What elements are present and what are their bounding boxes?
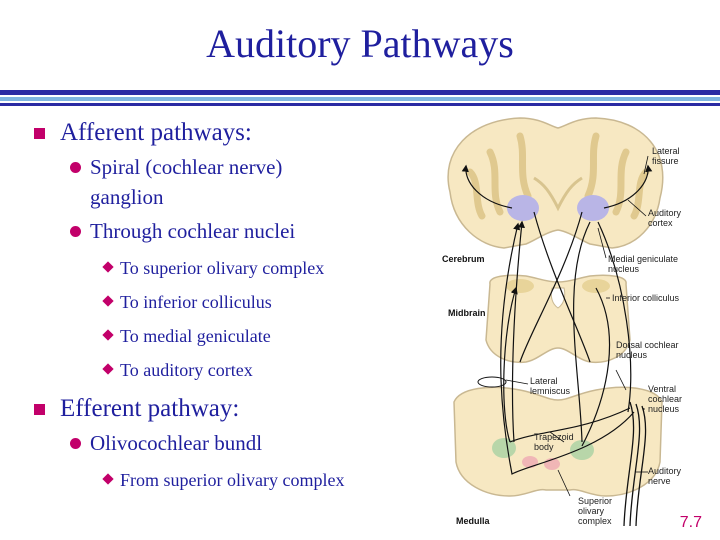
bullet-from-olivary: From superior olivary complex [34, 468, 434, 492]
title-rule-dark-bottom [0, 103, 720, 106]
pathway-arrows [461, 164, 653, 475]
medial-geniculate-left [507, 195, 539, 221]
bullet-to-colliculus: To inferior colliculus [34, 290, 434, 314]
callout-lateral-lemniscus-2: lemniscus [530, 386, 571, 396]
callout-leaders [505, 155, 649, 497]
callout-inferior-colliculus: Inferior colliculus [612, 293, 680, 303]
medulla-section [453, 376, 663, 497]
dot-bullet-icon [70, 226, 81, 237]
slide-title: Auditory Pathways [206, 21, 514, 66]
bullet-to-geniculate: To medial geniculate [34, 324, 434, 348]
bullet-efferent: Efferent pathway: [34, 394, 434, 424]
callout-auditory-cortex-1: Auditory [648, 208, 682, 218]
callout-auditory-cortex-2: cortex [648, 218, 673, 228]
dot-bullet-icon [70, 162, 81, 173]
callout-ventral-cochlear-2: cochlear [648, 394, 682, 404]
callout-lateral-lemniscus-1: Lateral [530, 376, 558, 386]
diamond-bullet-icon [102, 261, 114, 273]
auditory-pathway-diagram: Cerebrum Midbrain Medulla Lateral fissur… [442, 117, 682, 527]
cerebrum-section [447, 117, 664, 249]
square-bullet-icon [34, 404, 45, 415]
callout-auditory-nerve-1: Auditory [648, 466, 682, 476]
callout-ventral-cochlear-1: Ventral [648, 384, 676, 394]
title-rule-light [0, 97, 720, 101]
dot-bullet-icon [70, 438, 81, 449]
label-cerebrum: Cerebrum [442, 254, 485, 264]
diamond-bullet-icon [102, 363, 114, 375]
square-bullet-icon [34, 128, 45, 139]
callout-trapezoid-1: Trapezoid [534, 432, 574, 442]
page-number: 7.7 [679, 514, 702, 531]
diamond-bullet-icon [102, 329, 114, 341]
callout-auditory-nerve-2: nerve [648, 476, 671, 486]
callout-dorsal-cochlear-1: Dorsal cochlear [616, 340, 679, 350]
diamond-bullet-icon [102, 473, 114, 485]
callout-medial-geniculate-2: nucleus [608, 264, 640, 274]
medial-geniculate-right [577, 195, 609, 221]
bullet-to-cortex: To auditory cortex [34, 358, 434, 382]
auditory-nerve [623, 401, 647, 527]
diamond-bullet-icon [102, 295, 114, 307]
callout-ventral-cochlear-3: nucleus [648, 404, 680, 414]
callout-superior-olivary-3: complex [578, 516, 612, 526]
callout-medial-geniculate-1: Medial geniculate [608, 254, 678, 264]
bullet-afferent: Afferent pathways: [34, 118, 434, 148]
label-midbrain: Midbrain [448, 308, 486, 318]
bullet-through-cochlear: Through cochlear nuclei [34, 216, 434, 246]
midbrain-section [485, 274, 631, 364]
bullet-to-olivary: To superior olivary complex [34, 256, 434, 280]
bullet-list: Afferent pathways: Spiral (cochlear nerv… [34, 116, 434, 492]
callout-lateral-fissure-2: fissure [652, 156, 679, 166]
label-medulla: Medulla [456, 516, 490, 526]
callout-trapezoid-2: body [534, 442, 554, 452]
callout-superior-olivary-1: Superior [578, 496, 612, 506]
callout-superior-olivary-2: olivary [578, 506, 605, 516]
title-rule-dark [0, 90, 720, 95]
bullet-olivocochlear: Olivocochlear bundl [34, 428, 434, 458]
bullet-spiral: Spiral (cochlear nerve)ganglion [34, 152, 434, 212]
callout-lateral-fissure-1: Lateral [652, 146, 680, 156]
callout-dorsal-cochlear-2: nucleus [616, 350, 648, 360]
